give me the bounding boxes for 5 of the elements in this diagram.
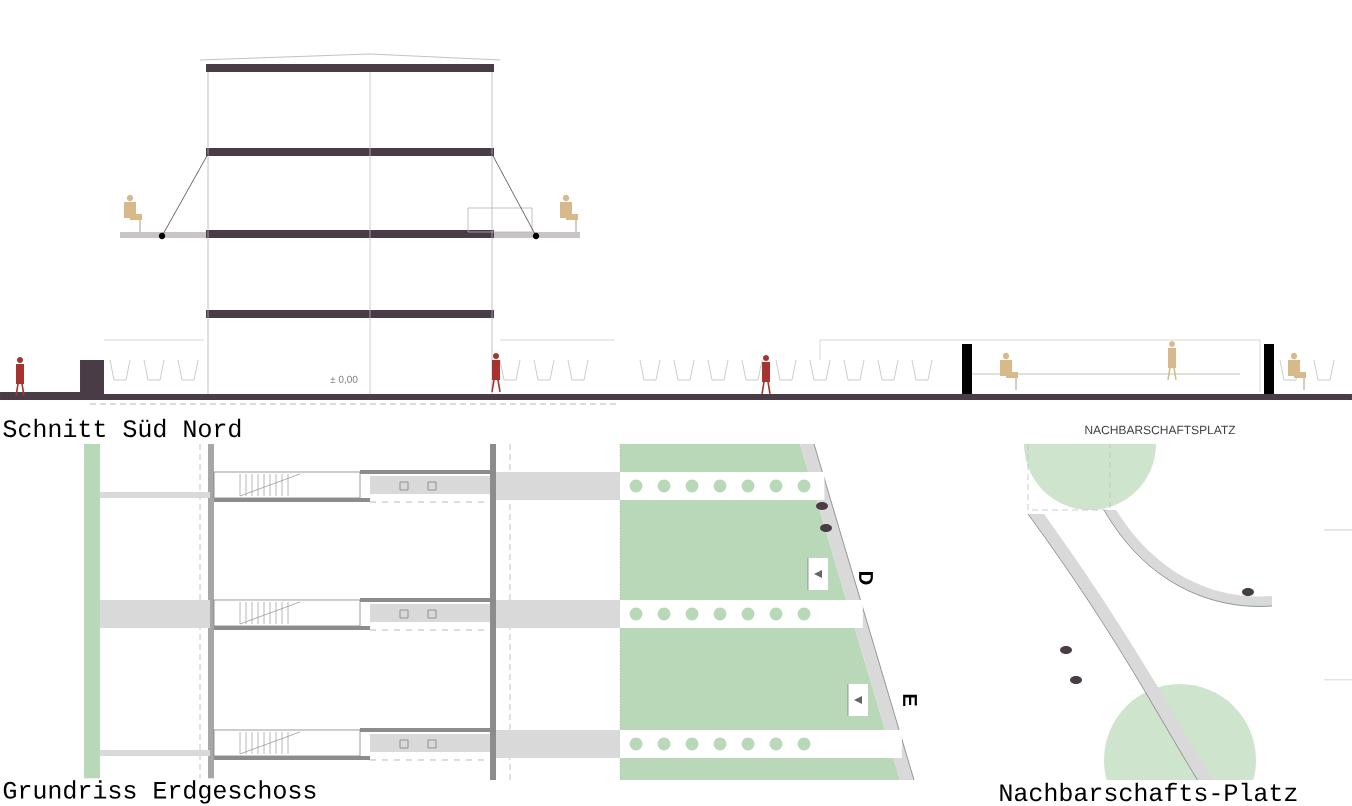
plan-title: Grundriss Erdgeschoss [0,778,320,806]
section-title: Schnitt Süd Nord [0,416,245,440]
plan-title: Nachbarschafts-Platz [996,780,1301,804]
axis-letter: D [859,572,873,585]
axis-letter: E [903,694,917,706]
